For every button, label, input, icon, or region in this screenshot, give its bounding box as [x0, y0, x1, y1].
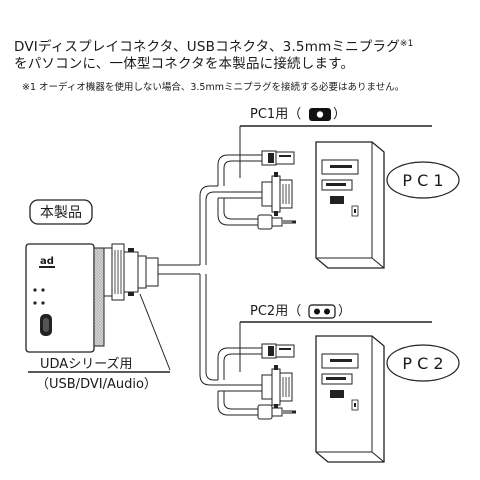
instruction-line-2: をパソコンに、一体型コネクタを本製品に接続します。 [14, 56, 355, 72]
pc1-port-label-close: ） [333, 107, 346, 122]
product-label-group: 本製品 [29, 199, 93, 225]
pc2-port-icon [308, 304, 336, 319]
footnote-note: ※1 オーディオ機器を使用しない場合、3.5mmミニプラグを接続する必要はありま… [22, 82, 405, 93]
pc2-port-label: PC2用（ [250, 304, 301, 319]
pc2-audio-plug [257, 404, 296, 420]
pc2-port-label-close: ） [338, 304, 351, 319]
pc1-audio-plug [257, 214, 296, 230]
pc2-tower [315, 335, 385, 463]
pc1-port-label-group: PC1用（ ） [239, 107, 432, 178]
pc1-usb-plug [261, 150, 295, 166]
pc2-usb-plug [261, 343, 295, 359]
series-label-group: UDAシリーズ用 （USB/DVI/Audio） [28, 293, 171, 392]
pc2-dvi-plug [261, 365, 293, 409]
unit-logo: ad [40, 256, 54, 267]
pc2-label-group: P C 2 [386, 344, 460, 382]
pc1-tower [315, 141, 385, 269]
product-label: 本製品 [40, 205, 82, 221]
pc1-label-group: P C 1 [386, 161, 460, 199]
combined-dvi-connector [103, 243, 159, 301]
pc1-label-ellipse [386, 161, 460, 199]
pc1-port-label: PC1用（ [250, 107, 301, 122]
led-indicator-1 [33, 288, 37, 292]
pc2-label-ellipse [386, 344, 460, 382]
pc2-port-label-group: PC2用（ ） [239, 304, 432, 372]
combined-cable [158, 185, 218, 386]
series-leader-line [139, 293, 171, 371]
series-label-line2: （USB/DVI/Audio） [36, 377, 157, 392]
product-label-box [29, 199, 93, 225]
pc1-dvi-plug [261, 172, 293, 216]
pc2-cable-branches [217, 347, 262, 416]
kvm-unit: ad [25, 243, 105, 353]
instruction-line-1: DVIディスプレイコネクタ、USBコネクタ、3.5mmミニプラグ※1 [14, 39, 414, 55]
led-indicator-3 [33, 301, 37, 305]
series-label-line1: UDAシリーズ用 [40, 356, 133, 372]
pc1-cable-branches [217, 154, 262, 226]
pc1-label: P C 1 [402, 171, 443, 190]
pc2-label: P C 2 [402, 354, 443, 373]
led-indicator-4 [41, 301, 45, 305]
led-indicator-2 [41, 288, 45, 292]
footnote-marker: ※1 [399, 39, 414, 49]
